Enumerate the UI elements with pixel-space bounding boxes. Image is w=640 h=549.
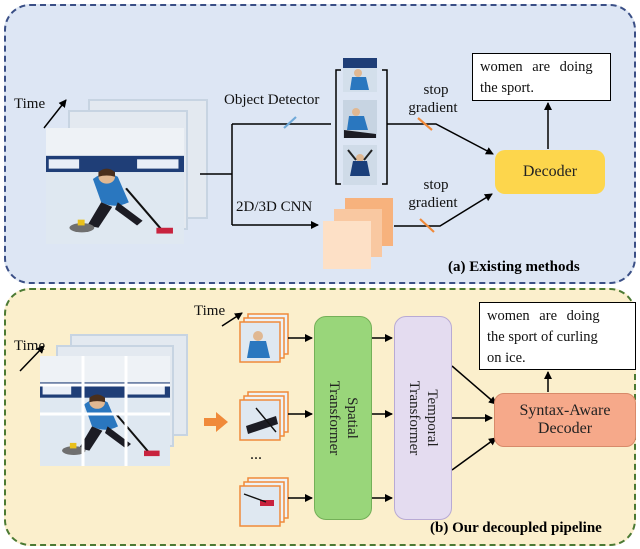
stop-mark-detector bbox=[283, 116, 297, 129]
stop-gradient-2-word1: stop bbox=[423, 177, 449, 193]
time-label-a: Time bbox=[14, 96, 46, 112]
patch-ellipsis: ... bbox=[250, 446, 262, 463]
patch-group-1 bbox=[239, 313, 289, 363]
syntax-aware-decoder: Syntax-Aware Decoder bbox=[494, 393, 636, 447]
temporal-word1: Temporal bbox=[424, 389, 440, 447]
object-detector-label: Object Detector bbox=[224, 92, 320, 108]
output-caption-a: women are doing the sport. bbox=[472, 53, 611, 101]
stop-gradient-label-1: stop gradient bbox=[408, 82, 459, 116]
patchify-arrow bbox=[204, 412, 228, 432]
sad-word2: Decoder bbox=[537, 420, 593, 437]
stop-mark-1 bbox=[417, 117, 433, 131]
temporal-transformer-label: Temporal Transformer bbox=[405, 381, 441, 455]
spatial-transformer-label: Spatial Transformer bbox=[325, 381, 361, 455]
time-arrow-a bbox=[43, 99, 67, 129]
cnn-label: 2D/3D CNN bbox=[236, 199, 313, 215]
time-arrow-b bbox=[19, 345, 45, 372]
object-crops bbox=[343, 58, 377, 185]
stop-gradient-2-word2: gradient bbox=[408, 195, 458, 211]
stop-gradient-1-word1: stop bbox=[423, 82, 449, 98]
output-a-line-1: women are doing bbox=[480, 59, 593, 75]
decoder-box: Decoder bbox=[495, 150, 605, 194]
panel-b-caption: (b) Our decoupled pipeline bbox=[430, 520, 602, 536]
output-b-line-2: the sport of curling bbox=[487, 329, 598, 346]
patch-group-3 bbox=[239, 477, 289, 527]
stop-mark-2 bbox=[419, 218, 435, 233]
time-arrow-patches bbox=[221, 312, 243, 327]
time-label-b-right: Time bbox=[194, 303, 226, 319]
panel-a-caption: (a) Existing methods bbox=[448, 259, 580, 275]
video-frames-b bbox=[38, 334, 188, 468]
patch-group-2 bbox=[239, 391, 289, 441]
spatial-word2: Transformer bbox=[326, 380, 342, 456]
cnn-feature-maps bbox=[323, 198, 393, 269]
stop-gradient-label-2: stop gradient bbox=[408, 177, 459, 211]
output-caption-b: women are doing the sport of curling on … bbox=[479, 302, 636, 370]
video-frames-a bbox=[44, 99, 208, 246]
spatial-word1: Spatial bbox=[344, 397, 360, 439]
temporal-transformer: Temporal Transformer bbox=[394, 316, 452, 520]
sad-word1: Syntax-Aware bbox=[519, 401, 611, 419]
output-a-line-2: the sport. bbox=[480, 80, 534, 97]
stop-gradient-1-word2: gradient bbox=[408, 100, 458, 116]
output-b-line-1: women are doing bbox=[487, 308, 600, 324]
output-b-line-3: on ice. bbox=[487, 350, 526, 367]
time-label-b-left: Time bbox=[14, 338, 46, 354]
temporal-word2: Transformer bbox=[406, 380, 422, 456]
spatial-transformer: Spatial Transformer bbox=[314, 316, 372, 520]
